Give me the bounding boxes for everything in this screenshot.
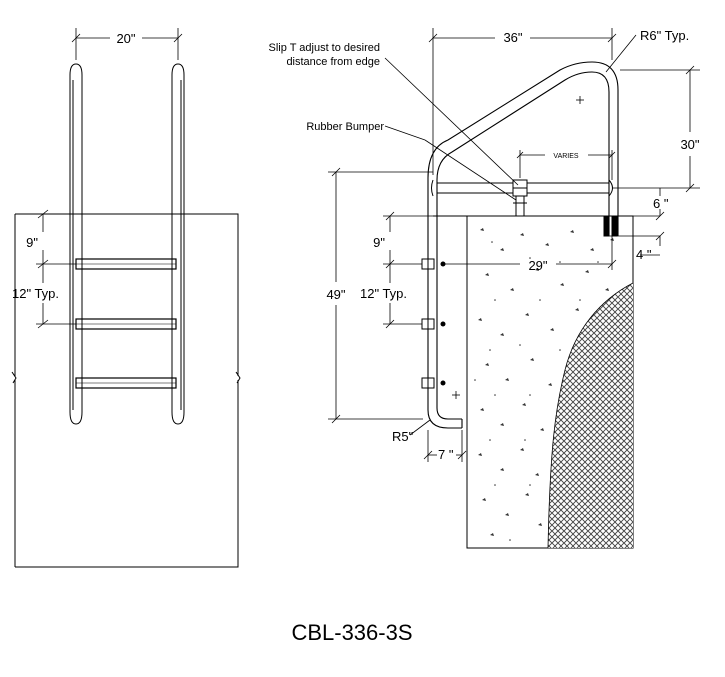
front-step-spacing-label: 12" Typ. (12, 286, 59, 301)
varies-label: VARIES (553, 153, 578, 160)
side-depth-label: 29" (528, 258, 547, 273)
front-vertical-dimensions (36, 209, 76, 329)
slip-t-note-line1: Slip T adjust to desired (269, 42, 381, 54)
model-title: CBL-336-3S (291, 620, 412, 645)
wall-offset-label: 7 " (438, 447, 454, 462)
deck-label: 6 " (653, 196, 669, 211)
side-height-label: 30" (680, 137, 699, 152)
front-view (11, 28, 241, 568)
center-marks (452, 96, 584, 399)
side-top-step-label: 9" (373, 235, 385, 250)
front-handrails (69, 63, 185, 425)
side-handrail (427, 61, 619, 429)
pool-deck (433, 215, 660, 237)
front-treads (75, 258, 177, 389)
front-width-label: 20" (116, 31, 135, 46)
gap-label: 4 " (636, 247, 652, 262)
front-pool-outline (11, 213, 241, 568)
rubber-bumper-label: Rubber Bumper (306, 121, 384, 133)
bottom-radius-label: R5" (392, 429, 414, 444)
top-radius-label: R6" Typ. (640, 28, 689, 43)
front-width-dimension (71, 28, 183, 60)
slip-t-note-line2: distance from edge (286, 56, 380, 68)
front-top-step-label: 9" (26, 235, 38, 250)
tread-ends (440, 261, 446, 386)
side-view (328, 28, 700, 549)
overall-height-label: 49" (326, 287, 345, 302)
slip-t-rail (431, 179, 613, 217)
side-step-spacing-label: 12" Typ. (360, 286, 407, 301)
concrete-speckle (474, 228, 614, 541)
earth-hatch (548, 283, 633, 548)
side-dimensions (328, 28, 700, 462)
side-width-label: 36" (503, 30, 522, 45)
